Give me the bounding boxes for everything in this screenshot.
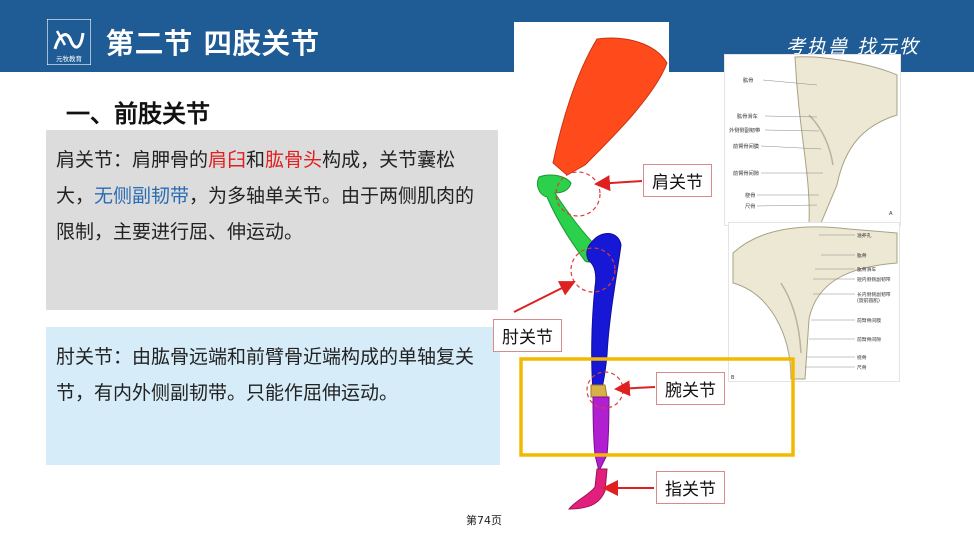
carpal-highlight-frame [519,357,795,457]
elbow-anatomy-panel-a: 肱骨 肱骨滑车 外侧侧副韧带 前臂骨间膜 前臂骨间隙 桡骨 尺骨 A [724,54,901,226]
carpal-joint-circle [586,371,624,409]
anat-b-label-1: 滋养孔 [857,232,872,239]
carpal-arrow [614,380,656,397]
shoulder-text-3: 构成，关节囊松大， [56,149,456,207]
slogan-text: 考执兽 找元牧 [785,36,920,58]
anat-b-label-5: 长内侧侧副韧带 [857,291,891,298]
anat-b-label-2: 肱骨 [857,252,867,259]
label-carpal-joint: 腕关节 [656,372,725,405]
anat-a-letter: A [889,211,893,217]
shoulder-text-2: 和 [246,149,266,171]
header-bar: 元牧教育 第二节 四肢关节 考执兽 找元牧 [0,0,974,72]
anat-b-letter: B [731,375,734,381]
elbow-joint-circle [570,247,616,293]
highlight-no-ligament: 无侧副韧带 [94,185,190,207]
label-shoulder-joint: 肩关节 [643,164,712,197]
anat-a-label-1: 肱骨 [743,76,753,84]
scapula-bone [552,37,668,176]
label-elbow-joint: 肘关节 [493,319,562,352]
forelimb-skeleton-illustration [536,37,668,510]
shoulder-joint-circle [555,171,601,217]
brand-logo: 元牧教育 [47,19,91,65]
shoulder-arrow [594,175,643,192]
page-title: 第二节 四肢关节 [106,27,320,60]
shoulder-text-1: 肩关节：肩胛骨的 [56,149,209,171]
anat-b-label-3: 肱骨滑车 [857,266,876,273]
shoulder-text-4: ，为多轴单关节。由于两侧肌肉的限制，主要进行屈、伸运动。 [56,185,475,243]
elbow-joint-description: 肘关节：由肱骨远端和前臂骨近端构成的单轴复关节，有内外侧副韧带。只能作屈伸运动。 [46,327,500,465]
anat-a-label-7: 尺骨 [745,203,755,210]
metacarpal-bone [592,396,610,473]
anat-a-label-4: 前臂骨间膜 [733,142,759,150]
elbow-anatomy-panel-b: 滋养孔 肱骨 肱骨滑车 短内侧侧副韧带 长内侧侧副韧带 (旋前圆肌) 前臂骨间膜… [728,222,900,382]
anat-a-label-5: 前臂骨间隙 [733,169,759,177]
anat-a-label-6: 桡骨 [745,191,755,199]
anat-b-label-9: 桡骨 [857,354,867,361]
anat-b-label-10: 尺骨 [857,365,867,371]
highlight-humeral-head: 肱骨头 [265,149,323,171]
anat-a-label-2: 肱骨滑车 [737,112,758,120]
anat-b-label-4: 短内侧侧副韧带 [857,276,891,283]
svg-text:元牧教育: 元牧教育 [56,54,83,63]
highlight-glenoid: 肩臼 [208,149,247,171]
label-digit-joint: 指关节 [656,471,725,504]
elbow-arrow [513,281,576,313]
elbow-text: 肘关节：由肱骨远端和前臂骨近端构成的单轴复关节，有内外侧副韧带。只能作屈伸运动。 [56,346,475,404]
anat-b-label-8: 前臂骨间隙 [857,336,881,343]
page-number: 第74页 [466,514,502,527]
anat-b-label-6: (旋前圆肌) [857,297,880,304]
section-heading: 一、前肢关节 [66,100,210,128]
anat-b-label-7: 前臂骨间膜 [857,317,881,324]
anat-a-label-3: 外侧侧副韧带 [729,126,760,134]
shoulder-joint-description: 肩关节：肩胛骨的肩臼和肱骨头构成，关节囊松大，无侧副韧带，为多轴单关节。由于两侧… [46,130,498,310]
